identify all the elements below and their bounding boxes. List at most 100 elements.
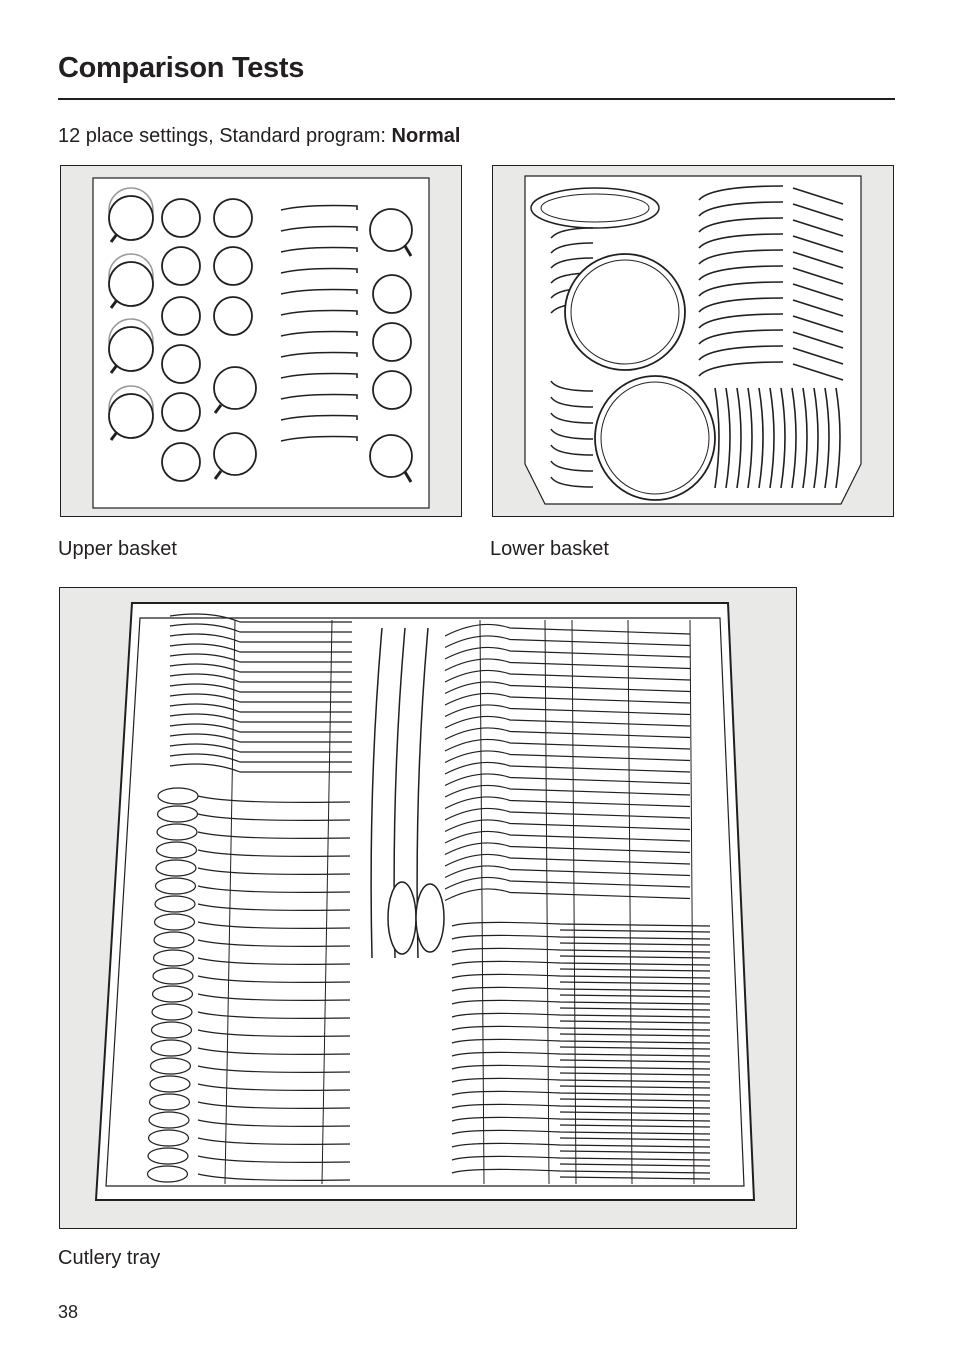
spoon-handle [197,957,351,965]
saucer [280,393,358,400]
spoon-handle [197,867,351,875]
knife [451,1129,711,1135]
fork [444,784,691,798]
knife-edge [559,1137,711,1141]
page-number: 38 [58,1302,79,1322]
fork [169,623,352,633]
saucer [280,372,358,379]
spoon-bowl [147,1147,189,1165]
cup-handle [403,471,413,483]
spoon-handle [197,1065,351,1073]
side-plate [550,227,594,239]
upright-plate [769,387,775,489]
knife-edge [559,1098,711,1102]
fork [169,653,352,663]
knife-edge [559,1124,711,1128]
plate-edge [792,299,844,317]
fork [444,819,691,833]
fork [444,635,691,649]
upper-basket-caption: Upper basket [58,538,177,560]
side-plate [550,476,594,488]
side-plate [550,460,594,472]
spoon-bowl [156,805,199,823]
plate-edge [792,235,844,253]
knife-edge [559,1033,711,1037]
fork [444,681,691,695]
cup [369,434,413,478]
knife [451,1090,711,1096]
plate-edge [792,203,844,221]
knife [451,921,711,927]
glass [213,198,253,238]
plate-edge [792,187,844,205]
glass [372,274,412,314]
fork [444,692,691,706]
lower-basket-illustration [524,175,862,505]
fork [169,633,352,643]
saucer [280,225,358,232]
fork [444,853,691,867]
program-name: Normal [391,125,461,147]
dinner-plate [698,345,784,361]
plate-edge [792,267,844,285]
plate-edge [792,331,844,349]
knife [451,1025,711,1031]
spoon-handle [197,1155,351,1163]
cup-handle [109,233,119,243]
saucer [280,267,358,274]
fork [444,669,691,683]
cutlery-tray-caption: Cutlery tray [58,1247,161,1269]
plate-edge [792,219,844,237]
subtitle: 12 place settings, Standard program: Nor… [58,125,460,148]
side-plate [550,444,594,456]
serving-spoon-bowl [387,881,417,955]
spoon-handle [197,903,351,911]
spoon-handle [197,1101,351,1109]
spoon-handle [197,1029,351,1037]
spoon-bowl [148,1111,190,1129]
knife-edge [559,981,711,985]
serving-spoon-bowl [415,883,445,953]
glass [213,246,253,286]
platter [530,187,660,229]
spoon-bowl [151,1003,193,1021]
knife-edge [559,1059,711,1063]
fork [444,888,691,902]
tray-rail [571,619,577,1185]
bowl-rim [600,381,710,495]
cup [108,393,154,439]
knife-edge [559,942,711,946]
tray-inner [105,617,745,1187]
knife-edge [559,1176,711,1180]
glass [161,198,201,238]
plate-edge [792,315,844,333]
tray-rail [689,619,695,1185]
spoon-bowl [153,931,195,949]
knife [451,1051,711,1057]
spoon-handle [197,849,351,857]
fork [444,727,691,741]
dinner-plate [698,297,784,313]
fork [444,623,691,637]
upright-plate [780,387,786,489]
spoon-bowl [155,859,197,877]
serving-utensil [370,627,383,959]
dinner-plate [698,313,784,329]
side-plate [550,257,594,269]
fork [444,750,691,764]
dinner-plate [698,281,784,297]
plate-edge [792,347,844,365]
lower-basket-figure [492,165,894,517]
fork [444,658,691,672]
spoon-bowl [150,1039,192,1057]
spoon-handle [197,939,351,947]
upright-plate [802,387,808,489]
knife-edge [559,1111,711,1115]
cup-handle [109,299,119,309]
upper-basket-figure [60,165,462,517]
upright-plate [835,387,841,489]
side-plate [550,412,594,424]
spoon-handle [197,921,351,929]
knife-edge [559,1020,711,1024]
glass [161,296,201,336]
